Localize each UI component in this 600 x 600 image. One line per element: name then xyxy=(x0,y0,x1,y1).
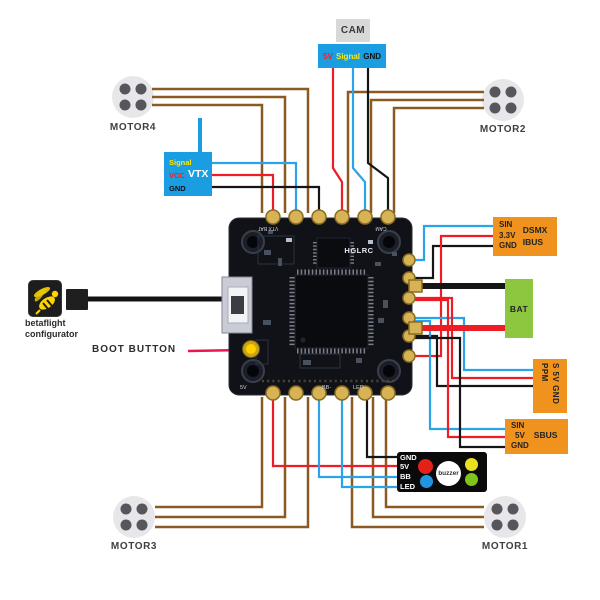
motor2-label: MOTOR2 xyxy=(479,124,527,135)
vtx-wires xyxy=(198,118,321,214)
bee-icon xyxy=(33,287,59,315)
betaflight-caption: betaflight configurator xyxy=(25,318,78,340)
fc-board: VTX BAT CAM HGLRC 5V BB- LED xyxy=(221,209,423,401)
dsmx-proto: DSMX xyxy=(522,225,548,235)
betaflight-icon xyxy=(28,280,62,317)
silk-5v: 5V xyxy=(240,385,247,391)
receiver-wires xyxy=(409,224,533,449)
buzzer-module: GND 5V BB LED buzzer xyxy=(397,452,487,492)
dsmx-pin-sin: SIN xyxy=(499,220,513,229)
silk-led: LED xyxy=(353,385,364,391)
ppm-label: PPM xyxy=(540,363,549,382)
betaflight-caption-line2: configurator xyxy=(25,329,78,339)
vtx-pinout: Signal VCC VTX GND xyxy=(164,152,212,196)
ibus-proto: IBUS xyxy=(522,237,544,247)
dsmx-pin-33v: 3.3V xyxy=(499,230,516,240)
motor-wires xyxy=(152,87,484,529)
motor1-icon xyxy=(484,496,526,538)
buzzer-blue-pad xyxy=(420,475,433,488)
cam-wires xyxy=(331,68,390,214)
usb-plug xyxy=(66,289,88,310)
cam-pinout: 5V Signal GND xyxy=(318,44,386,68)
solder-pads xyxy=(265,209,423,401)
silk-vtx-bat: VTX BAT xyxy=(258,225,278,231)
gyro-chip xyxy=(313,237,354,269)
cam-label: CAM xyxy=(336,19,370,42)
vtx-pin-vcc: VCC xyxy=(169,171,185,180)
sbus-pin-5v: 5V xyxy=(515,431,525,440)
motor1-label: MOTOR1 xyxy=(481,541,529,552)
receiver-dsmx-box: SIN 3.3V GND DSMX IBUS xyxy=(493,217,557,256)
silk-bb: BB- xyxy=(322,385,331,391)
buzzer-pin-bb: BB xyxy=(400,472,411,481)
battery-box: BAT xyxy=(505,279,533,338)
usb-port xyxy=(221,276,253,334)
buzzer-speaker: buzzer xyxy=(436,461,461,486)
ppm-pins: S 5V GND xyxy=(551,363,560,405)
motor4-label: MOTOR4 xyxy=(109,122,157,133)
components xyxy=(263,230,397,365)
motor3-icon xyxy=(113,496,155,538)
receiver-sbus-box: SIN 5V GND SBUS xyxy=(505,419,568,454)
mcu-chip xyxy=(289,269,374,354)
sbus-pin-sin: SIN xyxy=(511,421,525,430)
silk-cam: CAM xyxy=(375,225,386,231)
sbus-pin-gnd: GND xyxy=(511,441,529,450)
buzzer-pin-led: LED xyxy=(400,482,415,491)
cam-pin-signal: Signal xyxy=(336,51,361,61)
buzzer-label: buzzer xyxy=(438,470,459,477)
buzzer-pin-gnd: GND xyxy=(400,453,417,462)
motor3-label: MOTOR3 xyxy=(110,541,158,552)
battery-label: BAT xyxy=(509,303,529,314)
dsmx-pin-gnd: GND xyxy=(499,241,517,250)
board-brand: HGLRC xyxy=(344,246,373,255)
betaflight-caption-line1: betaflight xyxy=(25,318,66,328)
vtx-pin-signal: Signal xyxy=(169,158,192,167)
cam-pin-gnd: GND xyxy=(363,51,381,61)
buzzer-pin-5v: 5V xyxy=(400,462,410,471)
mount-holes xyxy=(241,230,401,383)
motor2-icon xyxy=(482,79,524,121)
boot-button-label: BOOT BUTTON xyxy=(92,344,177,355)
buzzer-green-pad xyxy=(465,473,478,486)
vtx-label: VTX xyxy=(188,168,209,180)
buzzer-wires xyxy=(271,397,397,489)
ppm-box: PPM S 5V GND xyxy=(533,359,567,413)
boot-button[interactable] xyxy=(242,340,260,358)
battery-wires xyxy=(417,283,505,331)
sbus-proto: SBUS xyxy=(533,430,558,440)
vtx-pin-gnd: GND xyxy=(169,184,186,193)
buzzer-yellow-pad xyxy=(465,458,478,471)
motor4-icon xyxy=(112,76,154,118)
cam-pin-5v: 5V xyxy=(323,51,333,61)
buzzer-red-pad xyxy=(418,459,433,474)
